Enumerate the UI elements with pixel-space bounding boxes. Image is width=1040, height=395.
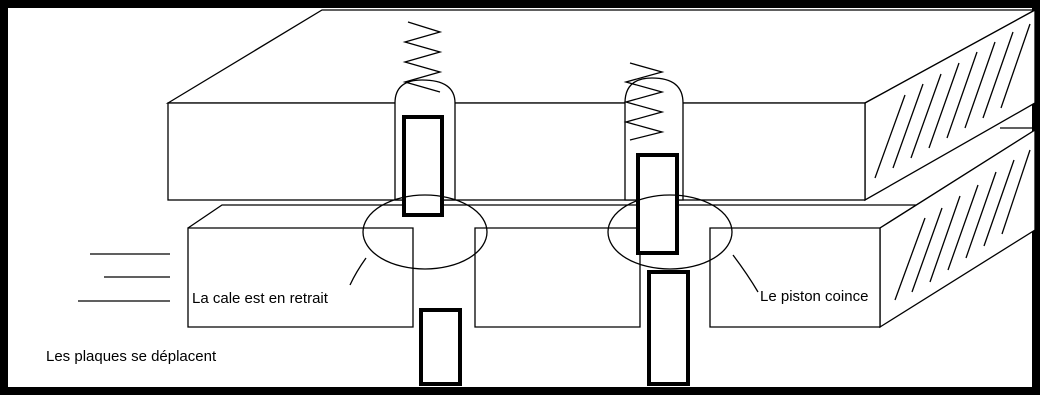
lower-plate	[187, 128, 1036, 329]
left-highlight-ellipse	[362, 194, 488, 270]
upper-plate-hatching	[874, 23, 1031, 179]
right-wedge	[647, 270, 690, 386]
lower-plate-front-face-right	[709, 227, 881, 328]
label-plates-move: Les plaques se déplacent	[46, 348, 217, 365]
upper-plate-front-face	[167, 102, 866, 201]
left-spring	[402, 21, 443, 93]
right-piston	[607, 62, 733, 386]
label-wedge-retracted: La cale est en retrait	[192, 290, 329, 307]
right-highlight-ellipse	[607, 194, 733, 270]
leader-line-piston	[732, 254, 759, 293]
label-piston-jams: Le piston coince	[760, 288, 868, 305]
left-piston	[362, 21, 488, 386]
left-wedge	[419, 308, 462, 386]
right-spring	[623, 62, 665, 141]
lower-plate-front-face	[187, 227, 414, 328]
motion-lines	[78, 253, 170, 302]
lower-plate-hatching	[894, 149, 1031, 301]
upper-plate	[165, 8, 1036, 202]
leader-line-wedge	[349, 257, 367, 286]
lower-plate-front-face-middle	[474, 227, 641, 328]
